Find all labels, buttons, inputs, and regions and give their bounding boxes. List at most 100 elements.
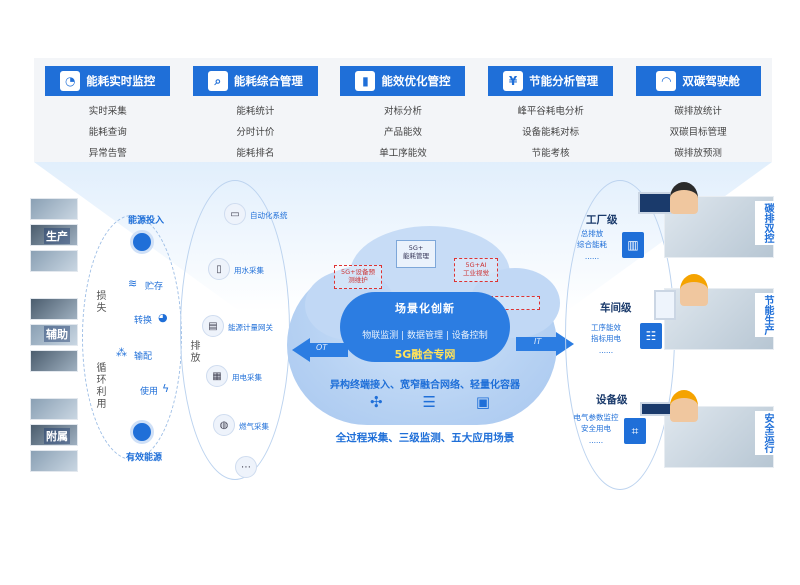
server-icon: ☰ bbox=[422, 393, 436, 411]
module-title: 能效优化管控 bbox=[381, 74, 451, 88]
bar-chart-icon: ▮ bbox=[355, 71, 376, 91]
level-item: 工序能效 bbox=[591, 323, 621, 332]
level-item: ...... bbox=[584, 251, 600, 261]
device-label: 用水采集 bbox=[234, 266, 264, 275]
effective-energy-node[interactable] bbox=[130, 420, 154, 444]
cloud-icon-row: ✣ ☰ ▣ bbox=[370, 393, 490, 411]
network-core bbox=[340, 292, 510, 362]
module-energy-saving[interactable]: ¥ 节能分析管理 峰平谷耗电分析 设备能耗对标 节能考核 bbox=[488, 58, 614, 162]
energy-management-box: 5G+ 能耗管理 bbox=[396, 240, 436, 268]
factory-photo bbox=[30, 250, 78, 272]
factory-building-icon: ▥ bbox=[622, 232, 644, 258]
manager-avatar bbox=[670, 182, 698, 214]
analysis-icon: ⌕ bbox=[207, 71, 228, 91]
ot-arrow-bar bbox=[308, 343, 348, 357]
module-item: 双碳目标管理 bbox=[669, 127, 727, 138]
device-label: 燃气采集 bbox=[239, 422, 269, 431]
module-item: 碳排放预测 bbox=[674, 148, 722, 159]
photo-label-ancillary: 附属 bbox=[44, 428, 70, 444]
factory-photo bbox=[30, 350, 78, 372]
module-item: 单工序能效 bbox=[379, 148, 427, 159]
module-title: 节能分析管理 bbox=[529, 74, 599, 88]
module-item: 设备能耗对标 bbox=[522, 127, 580, 138]
dashboard-screen-icon bbox=[638, 192, 672, 214]
module-item: 能耗排名 bbox=[236, 148, 275, 159]
gateway-icon: ▤ bbox=[202, 315, 224, 337]
lightning-icon: ϟ bbox=[162, 382, 170, 395]
module-item: 对标分析 bbox=[383, 106, 422, 117]
tablet-icon bbox=[654, 290, 676, 320]
module-item: 产品能效 bbox=[383, 127, 422, 138]
summary-caption: 全过程采集、三级监测、五大应用场景 bbox=[335, 432, 515, 444]
module-header: ¥ 节能分析管理 bbox=[488, 66, 614, 96]
factory-photo bbox=[30, 198, 78, 220]
ot-arrow-icon bbox=[292, 338, 310, 362]
monitor-icon: ◔ bbox=[60, 71, 81, 91]
factory-photo bbox=[30, 450, 78, 472]
module-header: ▮ 能效优化管控 bbox=[340, 66, 466, 96]
level-item: 指标用电 bbox=[591, 334, 621, 344]
storage-icon: ≋ bbox=[128, 277, 138, 290]
factory-photo bbox=[30, 298, 78, 320]
module-header: ⌕能耗综合管理 bbox=[192, 66, 318, 96]
module-item: 峰平谷耗电分析 bbox=[517, 106, 584, 117]
level-item: 电气参数监控 bbox=[573, 413, 619, 422]
gas-meter-icon: ◍ bbox=[213, 414, 235, 436]
factory-photo bbox=[30, 424, 78, 446]
tag-energy-saving-production: 节能生产 bbox=[755, 293, 775, 337]
5g-network-label: 5G融合专网 bbox=[394, 348, 456, 361]
module-header: ◠ 双碳驾驶舱 bbox=[635, 66, 761, 96]
level-item: ...... bbox=[598, 345, 614, 355]
tag-carbon-control: 碳排双控 bbox=[755, 201, 775, 245]
photo-label-production: 生产 bbox=[44, 228, 70, 244]
ot-label: OT bbox=[316, 343, 328, 352]
worker-avatar bbox=[680, 274, 708, 306]
it-label: IT bbox=[534, 337, 542, 346]
module-carbon-cockpit[interactable]: ◠ 双碳驾驶舱 碳排放统计 双碳目标管理 碳排放预测 bbox=[635, 58, 761, 162]
power-meter-icon: ▦ bbox=[206, 365, 228, 387]
level-title-factory: 工厂级 bbox=[586, 214, 618, 226]
distribution-icon: ⁂ bbox=[116, 346, 127, 359]
module-efficiency-optimization[interactable]: ▮ 能效优化管控 对标分析 产品能效 单工序能效 bbox=[340, 58, 466, 162]
level-title-workshop: 车间级 bbox=[600, 302, 632, 314]
factory-photo bbox=[30, 224, 78, 246]
yen-icon: ¥ bbox=[503, 71, 524, 91]
technician-avatar bbox=[670, 390, 698, 422]
recycle-label: 循环利用 bbox=[94, 362, 105, 410]
module-item: 异常告警 bbox=[88, 148, 127, 159]
module-realtime-monitoring[interactable]: ◔能耗实时监控 实时采集 能耗查询 异常告警 bbox=[45, 58, 171, 162]
ai-vision-box: 5G+AI 工业视觉 bbox=[454, 258, 498, 282]
module-item: 能耗查询 bbox=[88, 127, 127, 138]
module-item: 实时采集 bbox=[88, 106, 127, 117]
flow-item-usage: 使用 bbox=[140, 387, 159, 397]
network-node-icon: ✣ bbox=[370, 393, 383, 411]
scenario-innovation-title: 场景化创新 bbox=[395, 302, 455, 315]
photo-label-auxiliary: 辅助 bbox=[44, 326, 70, 342]
workshop-icon: ☷ bbox=[640, 323, 662, 349]
emission-label: 排放 bbox=[188, 340, 199, 364]
more-devices-icon[interactable]: ⋯ bbox=[235, 456, 257, 478]
flow-item-conversion: 转换 bbox=[134, 316, 153, 326]
module-title: 双碳驾驶舱 bbox=[682, 74, 740, 88]
module-item: 节能考核 bbox=[531, 148, 570, 159]
module-comprehensive-management[interactable]: ⌕能耗综合管理 能耗统计 分时计价 能耗排名 bbox=[192, 58, 318, 162]
equipment-icon: ⌗ bbox=[624, 418, 646, 444]
automation-system-icon: ▭ bbox=[224, 203, 246, 225]
device-label: 能源计量网关 bbox=[228, 323, 273, 332]
level-item: 综合能耗 bbox=[577, 240, 607, 250]
module-item: 碳排放统计 bbox=[674, 106, 722, 117]
flow-item-storage: 贮存 bbox=[145, 282, 164, 292]
equipment-scene: 安全运行 bbox=[664, 406, 775, 468]
factory-photo bbox=[30, 398, 78, 420]
gauge-icon: ◠ bbox=[656, 71, 677, 91]
cloud-caption: 异构终端接入、宽窄融合网络、轻量化容器 bbox=[330, 380, 520, 391]
effective-energy-label: 有效能源 bbox=[126, 453, 163, 463]
device-label: 自动化系统 bbox=[250, 211, 288, 220]
module-item: 分时计价 bbox=[236, 127, 275, 138]
level-item: 总排放 bbox=[580, 229, 604, 238]
device-label: 用电采集 bbox=[232, 373, 262, 382]
capability-tags: 物联监测 | 数据管理 | 设备控制 bbox=[362, 331, 488, 341]
level-item: ...... bbox=[588, 435, 604, 445]
energy-input-node[interactable] bbox=[130, 230, 154, 254]
water-meter-icon: ▯ bbox=[208, 258, 230, 280]
